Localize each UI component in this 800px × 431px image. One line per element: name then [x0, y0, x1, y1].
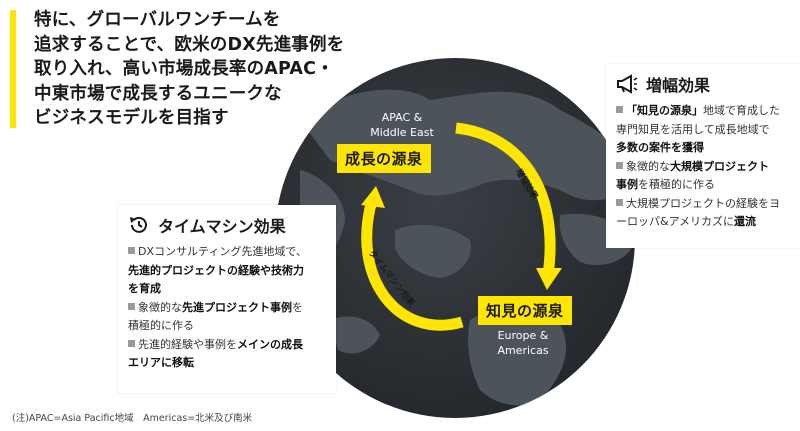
- amplification-title: 増幅効果: [616, 72, 792, 96]
- amplification-title-text: 増幅効果: [646, 76, 711, 95]
- knowledge-source-box: 知見の源泉: [478, 296, 572, 325]
- top-region-label: APAC & Middle East: [362, 110, 442, 140]
- bullet-emphasis: 多数の案件を獲得: [616, 141, 704, 154]
- bullet-line: を育成: [128, 280, 326, 299]
- top-region-line: APAC &: [381, 111, 423, 124]
- bullet-marker: [128, 247, 135, 254]
- bullet-text: DXコンサルティング先進地域で、: [138, 245, 307, 258]
- bullet-emphasis: 「知見の源泉」: [626, 104, 703, 117]
- amplification-arc: [455, 122, 556, 276]
- top-region-line: Middle East: [370, 126, 434, 139]
- amplification-card: 増幅効果 「知見の源泉」地域で育成した専門知見を活用して成長地域で多数の案件を獲…: [606, 64, 800, 248]
- bullet-marker: [616, 106, 623, 113]
- timemachine-title: タイムマシン効果: [128, 213, 326, 237]
- amplification-bullets: 「知見の源泉」地域で育成した専門知見を活用して成長地域で多数の案件を獲得象徴的な…: [616, 102, 792, 232]
- headline-line: 中東市場で成長するユニークな: [34, 83, 282, 104]
- bullet-emphasis: 還流: [734, 215, 757, 228]
- bullet-line: 象徴的な大規模プロジェクト: [616, 158, 792, 177]
- bullet-line: 「知見の源泉」地域で育成した: [616, 102, 792, 121]
- bullet-marker: [128, 339, 135, 347]
- bullet-text: 大規模プロジェクトの経験をヨ: [626, 196, 780, 210]
- bullet-emphasis: メインの成長: [237, 337, 303, 351]
- bullet-emphasis: を育成: [128, 282, 161, 295]
- timemachine-arc: [361, 198, 464, 331]
- history-clock-icon: [128, 214, 150, 236]
- bullet-text: 専門知見を活用して成長地域で: [616, 122, 770, 136]
- timemachine-title-text: タイムマシン効果: [158, 217, 286, 236]
- timemachine-arrowhead: [361, 186, 385, 208]
- headline: 特に、グローバルワンチームを 追求することで、欧米のDX先進事例を 取り入れ、高…: [34, 8, 364, 131]
- amplification-arrowhead: [536, 268, 562, 290]
- bullet-line: エリアに移転: [128, 354, 326, 373]
- bottom-region-label: Europe & Americas: [478, 328, 568, 358]
- headline-line: ビジネスモデルを目指す: [34, 108, 229, 128]
- bullet-line: 先進的プロジェクトの経験や技術力: [128, 262, 326, 281]
- megaphone-icon: [616, 73, 638, 95]
- bullet-text: 先進的経験や事例を: [138, 337, 237, 351]
- bullet-line: 象徴的な先進プロジェクト事例を: [128, 299, 326, 318]
- headline-line: 特に、グローバルワンチームを: [34, 10, 281, 30]
- accent-bar: [10, 10, 16, 128]
- bullet-text: を: [292, 300, 303, 314]
- headline-line: 追求することで、欧米のDX先進事例を: [34, 34, 345, 55]
- bullet-line: 積極的に作る: [128, 317, 326, 336]
- bullet-emphasis: エリアに移転: [128, 356, 194, 369]
- bullet-text: 積極的に作る: [128, 319, 194, 332]
- headline-line: 取り入れ、高い市場成長率のAPAC・: [34, 59, 334, 79]
- bullet-line: ーロッパ&アメリカズに還流: [616, 213, 792, 232]
- bullet-line: DXコンサルティング先進地域で、: [128, 243, 326, 262]
- bullet-line: 専門知見を活用して成長地域で: [616, 121, 792, 140]
- bullet-line: 大規模プロジェクトの経験をヨ: [616, 195, 792, 214]
- bullet-emphasis: 先進的プロジェクトの経験や技術力: [128, 263, 304, 277]
- footnote: (注)APAC=Asia Pacific地域 Americas=北米及び南米: [12, 413, 253, 424]
- bullet-text: 地域で育成した: [703, 104, 780, 117]
- growth-source-box: 成長の源泉: [337, 144, 431, 173]
- bullet-marker: [616, 161, 623, 169]
- timemachine-card: タイムマシン効果 DXコンサルティング先進地域で、先進的プロジェクトの経験や技術…: [118, 205, 336, 393]
- bullet-marker: [616, 198, 623, 206]
- bullet-emphasis: 事例: [616, 178, 638, 191]
- bullet-text: 象徴的な: [626, 159, 670, 173]
- bottom-region-line: Europe &: [497, 329, 549, 342]
- bullet-emphasis: 大規模プロジェクト: [670, 159, 769, 173]
- timemachine-bullets: DXコンサルティング先進地域で、先進的プロジェクトの経験や技術力を育成象徴的な先…: [128, 243, 326, 373]
- bullet-text: を積極的に作る: [638, 178, 715, 191]
- bullet-marker: [128, 302, 135, 310]
- bullet-text: 象徴的な: [138, 300, 182, 314]
- bullet-line: 多数の案件を獲得: [616, 139, 792, 158]
- bottom-region-line: Americas: [497, 344, 549, 357]
- bullet-line: 事例を積極的に作る: [616, 176, 792, 195]
- bullet-line: 先進的経験や事例をメインの成長: [128, 336, 326, 355]
- bullet-emphasis: 先進プロジェクト事例: [182, 300, 292, 314]
- bullet-text: ーロッパ&アメリカズに: [616, 215, 735, 228]
